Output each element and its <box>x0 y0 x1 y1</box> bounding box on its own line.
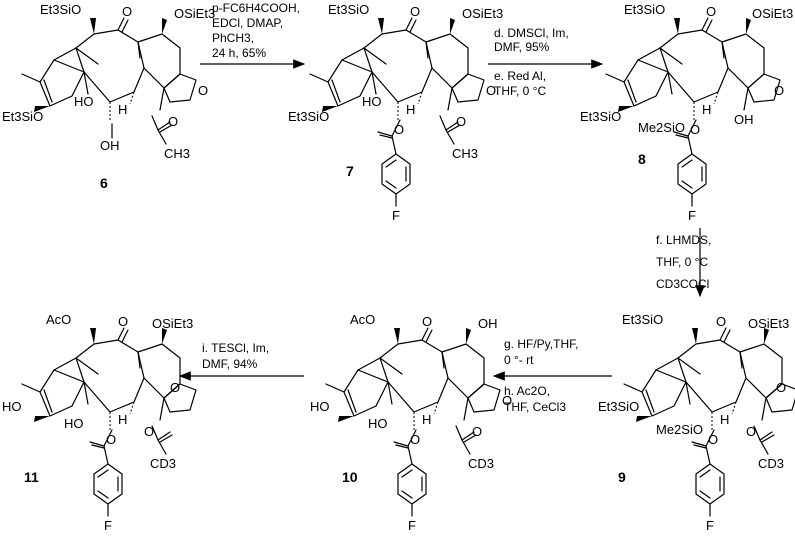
compound-11: AcO OSiEt3 HO HO H O O O O CD3 F 11 <box>2 312 197 533</box>
step-4: g. HF/Py,THF, 0 °- rt h. Ac2O, THF, CeCl… <box>492 337 612 414</box>
step-4-below-1: h. Ac2O, <box>504 384 550 398</box>
c8-aryl-o-label: O <box>690 122 700 137</box>
c10-h-label: H <box>422 412 431 427</box>
c8-top-right-label: OSiEt3 <box>752 6 793 21</box>
c7-top-left-label: Et3SiO <box>328 2 369 17</box>
c9-ester-o-label: O <box>746 424 756 439</box>
c7-oh1-label: HO <box>362 94 382 109</box>
c11-left-label: HO <box>2 399 22 414</box>
c10-ring-o-label: O <box>502 393 512 408</box>
c10-top-left-label: AcO <box>350 312 375 327</box>
c11-ester-o-label: O <box>144 424 154 439</box>
c8-ring-o-label: O <box>774 83 784 98</box>
c7-ketone-label: O <box>410 4 420 19</box>
step-4-above-2: 0 °- rt <box>504 353 534 367</box>
c6-ring-o-label: O <box>198 83 208 98</box>
c10-oh1-label: HO <box>368 416 388 431</box>
compound-7: Et3SiO OSiEt3 Et3SiO HO H O O O O CH3 F … <box>288 2 503 223</box>
c8-ketone-label: O <box>706 4 716 19</box>
step-1-line-3: PhCH3, <box>212 31 254 45</box>
c11-top-right-label: OSiEt3 <box>152 316 193 331</box>
step-2-above-1: d. DMSCl, Im, <box>494 26 569 40</box>
c11-ester-cd3-label: CD3 <box>150 456 176 471</box>
c11-fluoro-label: F <box>104 518 112 533</box>
c11-oh1-label: HO <box>64 416 84 431</box>
c9-ring-o-label: O <box>776 380 786 395</box>
c10-top-right-label: OH <box>478 316 498 331</box>
c9-top-right-label: OSiEt3 <box>748 316 789 331</box>
step-5-line-1: i. TESCl, Im, <box>202 341 269 355</box>
compound-9: Et3SiO OSiEt3 Et3SiO Me2SiO H O O O O CD… <box>598 312 795 533</box>
c10-left-label: HO <box>310 399 330 414</box>
compound-6: Et3SiO OSiEt3 Et3SiO HO OH H O O O CH3 6 <box>2 2 215 191</box>
c7-left-label: Et3SiO <box>288 109 329 124</box>
c7-number: 7 <box>346 163 354 179</box>
step-5-line-2: DMF, 94% <box>202 357 258 371</box>
c8-oh-label: OH <box>734 112 754 127</box>
c11-number: 11 <box>24 469 39 485</box>
c6-top-left-label: Et3SiO <box>40 2 81 17</box>
c10-aryl-o-label: O <box>410 432 420 447</box>
c9-top-left-label: Et3SiO <box>622 312 663 327</box>
c8-number: 8 <box>638 151 646 167</box>
compound-8: Et3SiO OSiEt3 Et3SiO Me2SiO H OH O O O F… <box>580 2 793 223</box>
c11-aryl-o-label: O <box>106 432 116 447</box>
step-4-below-2: THF, CeCl3 <box>504 400 566 414</box>
step-2-below-2: THF, 0 °C <box>494 84 546 98</box>
step-4-above-1: g. HF/Py,THF, <box>504 337 578 351</box>
c6-oh2-label: OH <box>100 138 120 153</box>
c9-h-label: H <box>720 412 729 427</box>
c9-fluoro-label: F <box>706 518 714 533</box>
c6-ester-ch3-label: CH3 <box>164 146 190 161</box>
c8-left-label: Et3SiO <box>580 109 621 124</box>
c7-ester-o-label: O <box>456 114 466 129</box>
c8-h-label: H <box>702 102 711 117</box>
c9-dms-label: Me2SiO <box>656 422 703 437</box>
c6-ketone-label: O <box>122 4 132 19</box>
c11-h-label: H <box>118 412 127 427</box>
c6-top-right-label: OSiEt3 <box>174 6 215 21</box>
c7-ester-ch3-label: CH3 <box>452 146 478 161</box>
c8-fluoro-label: F <box>688 208 696 223</box>
compound-10: AcO OH HO HO H O O O O CD3 F 10 <box>310 312 512 533</box>
step-1: p-FC6H4COOH, EDCl, DMAP, PhCH3, 24 h, 65… <box>200 1 306 69</box>
step-3-line-2: THF, 0 °C <box>656 255 708 269</box>
c9-ester-cd3-label: CD3 <box>758 456 784 471</box>
c11-ring-o-label: O <box>170 380 180 395</box>
c7-h-label: H <box>406 102 415 117</box>
c9-left-label: Et3SiO <box>598 399 639 414</box>
c10-fluoro-label: F <box>408 518 416 533</box>
c11-top-left-label: AcO <box>46 312 71 327</box>
step-3-line-3: CD3COCl <box>656 277 709 291</box>
c7-top-right-label: OSiEt3 <box>462 6 503 21</box>
c7-aryl-o-label: O <box>394 122 404 137</box>
step-2-above-2: DMF, 95% <box>494 40 550 54</box>
c9-number: 9 <box>618 469 626 485</box>
c6-left-label: Et3SiO <box>2 109 43 124</box>
c6-ester-o-label: O <box>168 114 178 129</box>
step-5: i. TESCl, Im, DMF, 94% <box>178 341 304 381</box>
c10-ketone-label: O <box>422 314 432 329</box>
c8-dms-label: Me2SiO <box>638 120 685 135</box>
step-1-line-4: 24 h, 65% <box>212 46 266 60</box>
c9-aryl-o-label: O <box>708 432 718 447</box>
step-2: d. DMSCl, Im, DMF, 95% e. Red Al, THF, 0… <box>488 26 604 98</box>
step-3-line-1: f. LHMDS, <box>656 233 711 247</box>
c6-h-label: H <box>118 102 127 117</box>
c10-ester-cd3-label: CD3 <box>468 456 494 471</box>
step-2-below-1: e. Red Al, <box>494 69 546 83</box>
c9-ketone-label: O <box>716 314 726 329</box>
c10-number: 10 <box>342 469 358 485</box>
c6-number: 6 <box>100 175 108 191</box>
c6-oh1-label: HO <box>74 94 94 109</box>
c11-ketone-label: O <box>118 314 128 329</box>
c7-fluoro-label: F <box>392 208 400 223</box>
c10-ester-o-label: O <box>472 424 482 439</box>
step-3: f. LHMDS, THF, 0 °C CD3COCl <box>656 228 711 298</box>
c7-ring-o-label: O <box>486 83 496 98</box>
step-1-line-1: p-FC6H4COOH, <box>212 1 300 15</box>
step-1-line-2: EDCl, DMAP, <box>212 16 283 30</box>
c8-top-left-label: Et3SiO <box>624 2 665 17</box>
